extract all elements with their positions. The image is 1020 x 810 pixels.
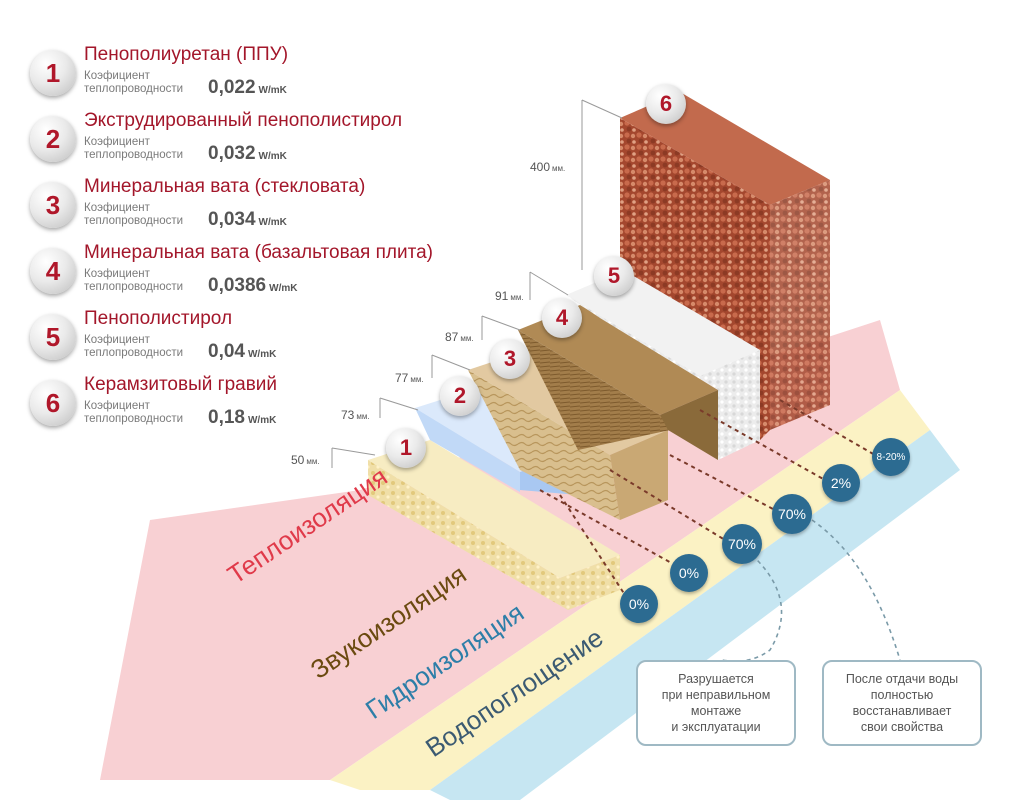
absorption-tag-5: 2% [822,464,860,502]
legend-item-3: 3 Минеральная вата (стекловата) Коэфицие… [28,172,508,238]
block-number-4: 4 [542,298,582,338]
stripe-water-band [430,430,960,800]
absorption-tag-2: 0% [670,554,708,592]
legend-coef-label-1: Коэфициент теплопроводности [84,70,184,95]
block-number-3: 3 [490,339,530,379]
dimension-lines [331,99,623,468]
legend-number-1: 1 [30,50,76,96]
legend-coef-label-3: Коэфициент теплопроводности [84,202,184,227]
legend-item-2: 2 Экструдированный пенополистирол Коэфиц… [28,106,508,172]
legend-title-5: Пенополистирол [84,308,233,329]
absorption-tag-3: 70% [722,524,762,564]
legend-number-5: 5 [30,314,76,360]
legend-coef-label-4: Коэфициент теплопроводности [84,268,184,293]
block-number-2: 2 [440,376,480,416]
leader-lines [539,399,876,596]
legend-title-4: Минеральная вата (базальтовая плита) [84,242,433,263]
legend-number-6: 6 [30,380,76,426]
legend-title-1: Пенополиуретан (ППУ) [84,44,289,65]
note-destroys: Разрушается при неправильном монтаже и э… [636,660,796,746]
absorption-tag-6: 8-20% [872,438,910,476]
legend-number-4: 4 [30,248,76,294]
legend-item-4: 4 Минеральная вата (базальтовая плита) К… [28,238,508,304]
legend-item-1: 1 Пенополиуретан (ППУ) Коэфициент теплоп… [28,40,508,106]
block-ppu [368,440,620,610]
legend-title-3: Минеральная вата (стекловата) [84,176,366,197]
legend-number-2: 2 [30,116,76,162]
absorption-tag-4: 70% [772,494,812,534]
block-number-5: 5 [594,256,634,296]
legend-item-5: 5 Пенополистирол Коэфициент теплопроводн… [28,304,508,370]
legend-coef-label-2: Коэфициент теплопроводности [84,136,184,161]
legend-coef-label-6: Коэфициент теплопроводности [84,400,184,425]
legend: 1 Пенополиуретан (ППУ) Коэфициент теплоп… [28,40,508,436]
legend-title-6: Керамзитовый гравий [84,374,278,395]
note-restores: После отдачи воды полностью восстанавлив… [822,660,982,746]
absorption-tag-1: 0% [620,585,658,623]
legend-title-2: Экструдированный пенополистирол [84,110,403,131]
block-number-6: 6 [646,84,686,124]
block-number-1: 1 [386,428,426,468]
legend-coef-label-5: Коэфициент теплопроводности [84,334,184,359]
legend-number-3: 3 [30,182,76,228]
legend-item-6: 6 Керамзитовый гравий Коэфициент теплопр… [28,370,508,436]
